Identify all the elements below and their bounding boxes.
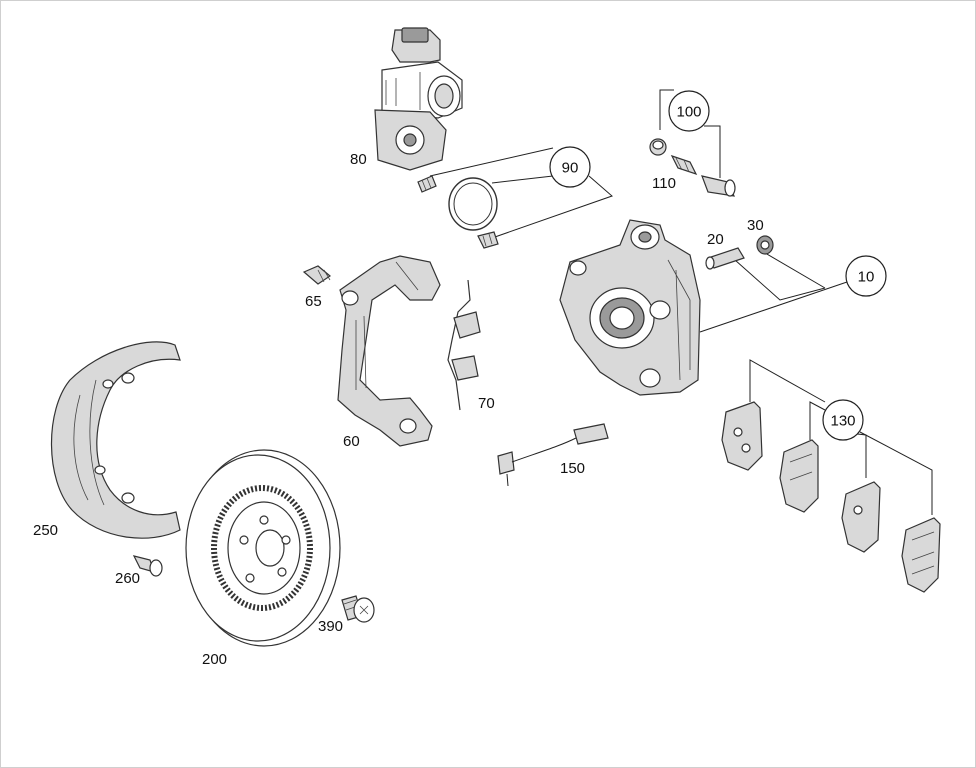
label-390: 390 <box>318 618 343 635</box>
part-260-bolt[interactable] <box>132 555 163 577</box>
callout-90[interactable]: 90 <box>549 146 591 188</box>
label-30: 30 <box>747 217 764 234</box>
part-65-bolt[interactable] <box>302 265 332 285</box>
label-250: 250 <box>33 522 58 539</box>
part-130-pad-1[interactable] <box>721 401 763 471</box>
callout-100[interactable]: 100 <box>668 90 710 132</box>
label-60: 60 <box>343 433 360 450</box>
part-90-screw-bottom[interactable] <box>477 231 499 249</box>
part-90-seal-ring[interactable] <box>448 177 498 231</box>
label-10: 10 <box>858 269 875 286</box>
part-60-bracket[interactable] <box>337 255 441 447</box>
label-150: 150 <box>560 460 585 477</box>
part-130-pad-3[interactable] <box>841 481 881 553</box>
part-110-pin[interactable] <box>670 154 698 176</box>
part-200-brake-disc[interactable] <box>185 449 341 647</box>
label-100: 100 <box>676 104 701 121</box>
part-100-bushing[interactable] <box>701 175 736 197</box>
label-110: 110 <box>652 175 676 192</box>
part-150-wear-sensor[interactable] <box>497 423 609 487</box>
part-390-screw[interactable] <box>341 595 375 623</box>
part-30-bleeder-cap[interactable] <box>756 235 774 255</box>
part-130-pad-4[interactable] <box>901 517 941 593</box>
label-20: 20 <box>707 231 724 248</box>
part-80-motor[interactable] <box>374 27 463 171</box>
label-65: 65 <box>305 293 322 310</box>
callout-130[interactable]: 130 <box>822 399 864 441</box>
label-80: 80 <box>350 151 367 168</box>
label-70: 70 <box>478 395 495 412</box>
part-130-pad-2[interactable] <box>779 439 819 513</box>
label-90: 90 <box>562 160 579 177</box>
label-130: 130 <box>830 413 855 430</box>
leader-lines <box>429 89 933 515</box>
part-90-screw-top[interactable] <box>417 175 437 193</box>
callout-10[interactable]: 10 <box>845 255 887 297</box>
part-20-bleeder-screw[interactable] <box>705 247 745 270</box>
part-100-cap[interactable] <box>649 138 667 156</box>
label-260: 260 <box>115 570 140 587</box>
part-250-splash-shield[interactable] <box>50 341 181 539</box>
label-200: 200 <box>202 651 227 668</box>
part-70-spring-clip[interactable] <box>447 279 481 411</box>
part-10-caliper[interactable] <box>559 219 701 396</box>
